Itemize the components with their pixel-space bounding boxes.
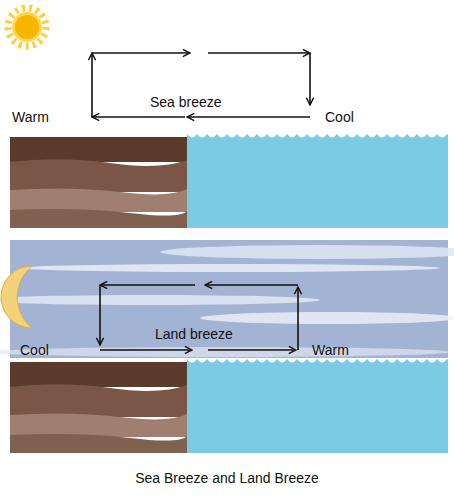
sea-breeze-arrows bbox=[92, 53, 310, 117]
temperature-label: Warm bbox=[12, 109, 49, 125]
breeze-label: Land breeze bbox=[155, 326, 233, 342]
night-sky bbox=[0, 240, 454, 358]
land-block bbox=[10, 362, 187, 453]
breeze-label: Sea breeze bbox=[150, 94, 222, 110]
temperature-label: Cool bbox=[325, 109, 354, 125]
figure-caption: Sea Breeze and Land Breeze bbox=[0, 470, 454, 486]
sea-block bbox=[187, 359, 448, 453]
land-breeze-arrows bbox=[100, 285, 298, 350]
sea-block bbox=[187, 134, 448, 228]
temperature-label: Warm bbox=[312, 342, 349, 358]
moon-icon bbox=[1, 266, 32, 328]
temperature-label: Cool bbox=[20, 342, 49, 358]
sun-icon bbox=[8, 8, 46, 46]
land-block bbox=[10, 137, 187, 228]
